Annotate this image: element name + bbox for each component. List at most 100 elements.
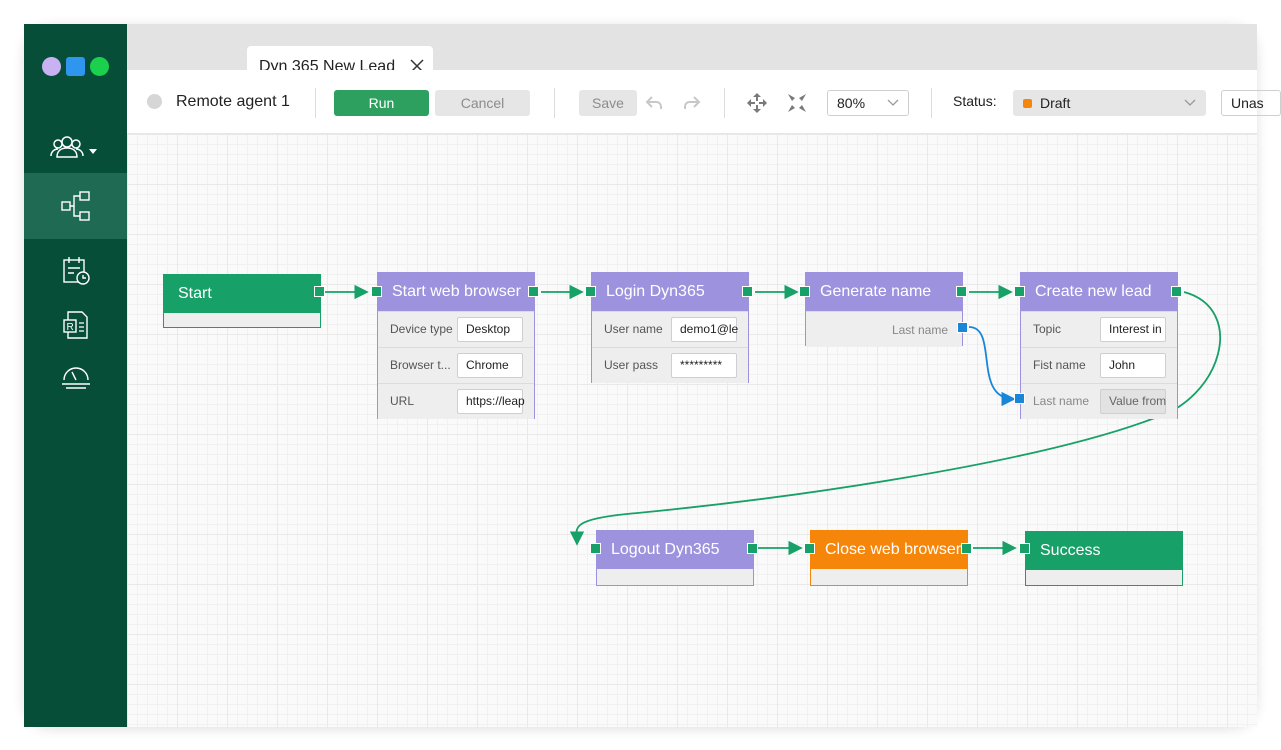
output-port[interactable] xyxy=(961,543,972,554)
param-label: Browser t... xyxy=(390,358,451,372)
output-label: Last name xyxy=(891,323,948,337)
param-label: Last name xyxy=(1033,394,1090,408)
param-label: URL xyxy=(390,394,415,408)
node-title: Create new lead xyxy=(1021,273,1177,311)
input-port[interactable] xyxy=(590,543,601,554)
data-output-port[interactable] xyxy=(957,322,968,333)
assignee-value: Unas xyxy=(1231,95,1264,111)
connector xyxy=(569,291,1221,546)
node-footer xyxy=(1026,570,1182,585)
app-window: R Dyn 365 New Lead Remote xyxy=(24,24,1281,727)
output-port[interactable] xyxy=(1171,286,1182,297)
node-start-web-browser[interactable]: Start web browser Device type Desktop Br… xyxy=(377,272,535,419)
node-title: Generate name xyxy=(806,273,962,311)
workflow-icon xyxy=(60,191,90,221)
zoom-value: 80% xyxy=(837,95,866,111)
chevron-down-icon xyxy=(887,99,899,106)
divider xyxy=(315,88,316,118)
param-row: Fist name John xyxy=(1021,347,1177,383)
schedule-icon xyxy=(62,257,90,285)
node-title: Start web browser xyxy=(378,273,534,311)
param-row: URL https://leap xyxy=(378,383,534,419)
data-input-port[interactable] xyxy=(1014,393,1025,404)
assignee-select[interactable]: Unas xyxy=(1221,90,1281,116)
node-success[interactable]: Success xyxy=(1025,531,1183,586)
param-row: Last name xyxy=(806,311,962,347)
param-row: Last name Value from xyxy=(1021,383,1177,419)
param-input[interactable]: Interest in xyxy=(1100,317,1166,342)
param-input[interactable]: https://leap xyxy=(457,389,525,414)
users-icon xyxy=(49,136,97,158)
input-port[interactable] xyxy=(804,543,815,554)
sidebar: R xyxy=(24,24,127,727)
output-port[interactable] xyxy=(747,543,758,554)
param-input[interactable]: Value from xyxy=(1100,389,1166,414)
dashboard-icon xyxy=(61,367,90,389)
save-button[interactable]: Save xyxy=(579,90,637,116)
tab-bar: Dyn 365 New Lead xyxy=(127,24,1257,75)
undo-icon[interactable] xyxy=(644,93,664,113)
divider xyxy=(724,88,725,118)
param-row: User name demo1@le xyxy=(592,311,748,347)
chevron-down-icon xyxy=(1184,99,1196,106)
tab-workflow[interactable]: Dyn 365 New Lead xyxy=(247,46,433,75)
agent-name: Remote agent 1 xyxy=(176,92,290,110)
param-label: User name xyxy=(604,322,663,336)
toolbar: Remote agent 1 Run Cancel Save xyxy=(127,70,1281,134)
param-input[interactable]: John xyxy=(1100,353,1166,378)
node-create-new-lead[interactable]: Create new lead Topic Interest in Fist n… xyxy=(1020,272,1178,419)
input-port[interactable] xyxy=(371,286,382,297)
param-label: User pass xyxy=(604,358,659,372)
agent-selector[interactable]: Remote agent 1 xyxy=(147,70,290,133)
divider xyxy=(554,88,555,118)
status-label: Status: xyxy=(953,93,997,109)
input-port[interactable] xyxy=(585,286,596,297)
fit-screen-icon[interactable] xyxy=(786,92,808,114)
sidebar-item-agents[interactable] xyxy=(24,114,127,180)
redo-icon[interactable] xyxy=(682,93,702,113)
node-footer xyxy=(164,313,320,327)
report-icon: R xyxy=(62,311,88,339)
connector xyxy=(968,326,1016,407)
cancel-button[interactable]: Cancel xyxy=(435,90,530,116)
node-footer xyxy=(811,569,967,585)
chevron-down-icon xyxy=(88,149,97,154)
node-title: Login Dyn365 xyxy=(592,273,748,311)
input-port[interactable] xyxy=(1014,286,1025,297)
move-icon[interactable] xyxy=(746,92,768,114)
sidebar-item-reports[interactable]: R xyxy=(24,292,127,358)
sidebar-item-schedule[interactable] xyxy=(24,238,127,304)
param-row: Browser t... Chrome xyxy=(378,347,534,383)
status-select[interactable]: Draft xyxy=(1013,90,1206,116)
run-button[interactable]: Run xyxy=(334,90,429,116)
input-port[interactable] xyxy=(799,286,810,297)
agent-status-dot xyxy=(147,94,162,109)
node-logout-dyn365[interactable]: Logout Dyn365 xyxy=(596,530,754,586)
sidebar-item-dashboard[interactable] xyxy=(24,342,127,408)
param-input[interactable]: demo1@le xyxy=(671,317,738,342)
node-footer xyxy=(597,569,753,585)
node-title: Start xyxy=(164,275,320,313)
param-input[interactable]: Desktop xyxy=(457,317,523,342)
node-start[interactable]: Start xyxy=(163,274,321,328)
node-generate-name[interactable]: Generate name Last name xyxy=(805,272,963,347)
divider xyxy=(931,88,932,118)
status-value: Draft xyxy=(1040,95,1071,111)
param-input[interactable]: Chrome xyxy=(457,353,523,378)
output-port[interactable] xyxy=(742,286,753,297)
param-row: User pass ********* xyxy=(592,347,748,383)
param-row: Device type Desktop xyxy=(378,311,534,347)
input-port[interactable] xyxy=(1019,543,1030,554)
param-label: Topic xyxy=(1033,322,1062,336)
node-login-dyn365[interactable]: Login Dyn365 User name demo1@le User pas… xyxy=(591,272,749,383)
output-port[interactable] xyxy=(528,286,539,297)
node-title: Close web browser xyxy=(811,531,967,569)
node-close-web-browser[interactable]: Close web browser xyxy=(810,530,968,586)
output-port[interactable] xyxy=(314,286,325,297)
param-label: Fist name xyxy=(1033,358,1086,372)
output-port[interactable] xyxy=(956,286,967,297)
zoom-select[interactable]: 80% xyxy=(827,90,909,116)
sidebar-item-workflows[interactable] xyxy=(24,173,127,239)
param-input[interactable]: ********* xyxy=(671,353,737,378)
workflow-canvas[interactable]: Start Start web browser Device type Desk… xyxy=(127,134,1257,727)
